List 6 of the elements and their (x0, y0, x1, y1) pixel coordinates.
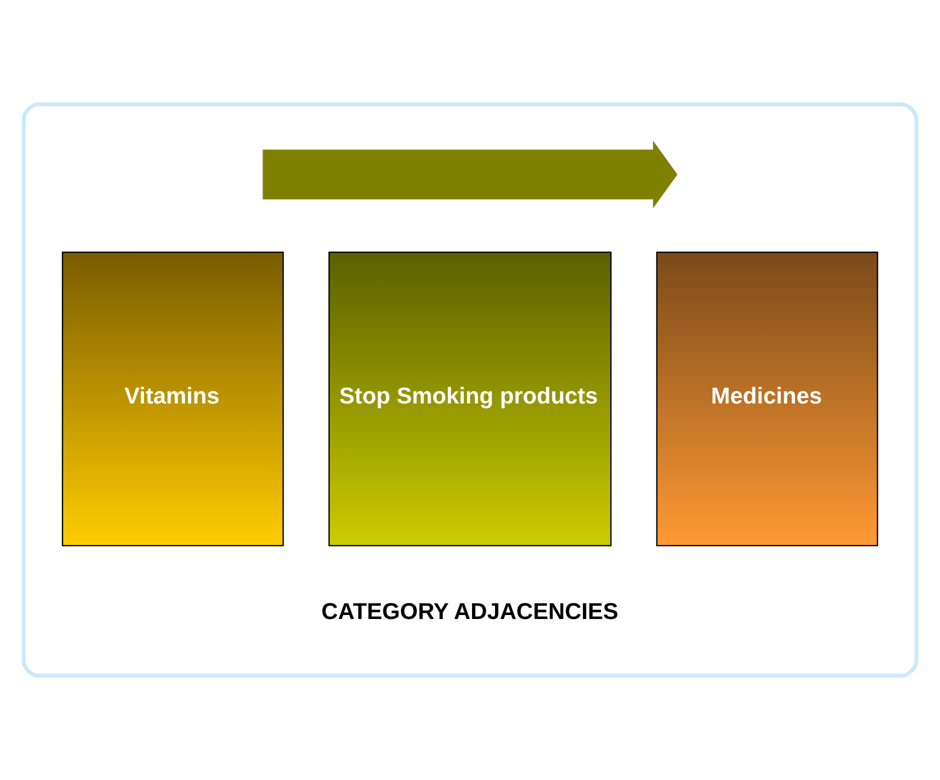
node-box: Medicines (656, 252, 878, 546)
node-arrow (262, 140, 678, 208)
node-box: Vitamins (62, 252, 284, 546)
node-box: Stop Smoking products (328, 252, 612, 546)
cluster (22, 102, 918, 678)
label: CATEGORY ADJACENCIES (321, 598, 618, 624)
